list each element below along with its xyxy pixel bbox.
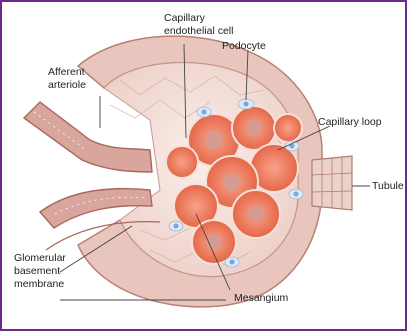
label-podocyte: Podocyte bbox=[222, 40, 266, 53]
label-afferent-arteriole: Afferent arteriole bbox=[48, 66, 86, 92]
label-tubule: Tubule bbox=[372, 180, 404, 193]
label-mesangium: Mesangium bbox=[234, 292, 288, 305]
label-capillary-endothelial-cell: Capillary endothelial cell bbox=[164, 12, 233, 38]
label-glomerular-basement-membrane: Glomerular basement membrane bbox=[14, 252, 66, 291]
label-capillary-loop: Capillary loop bbox=[318, 116, 382, 129]
afferent-arteriole bbox=[24, 102, 152, 172]
